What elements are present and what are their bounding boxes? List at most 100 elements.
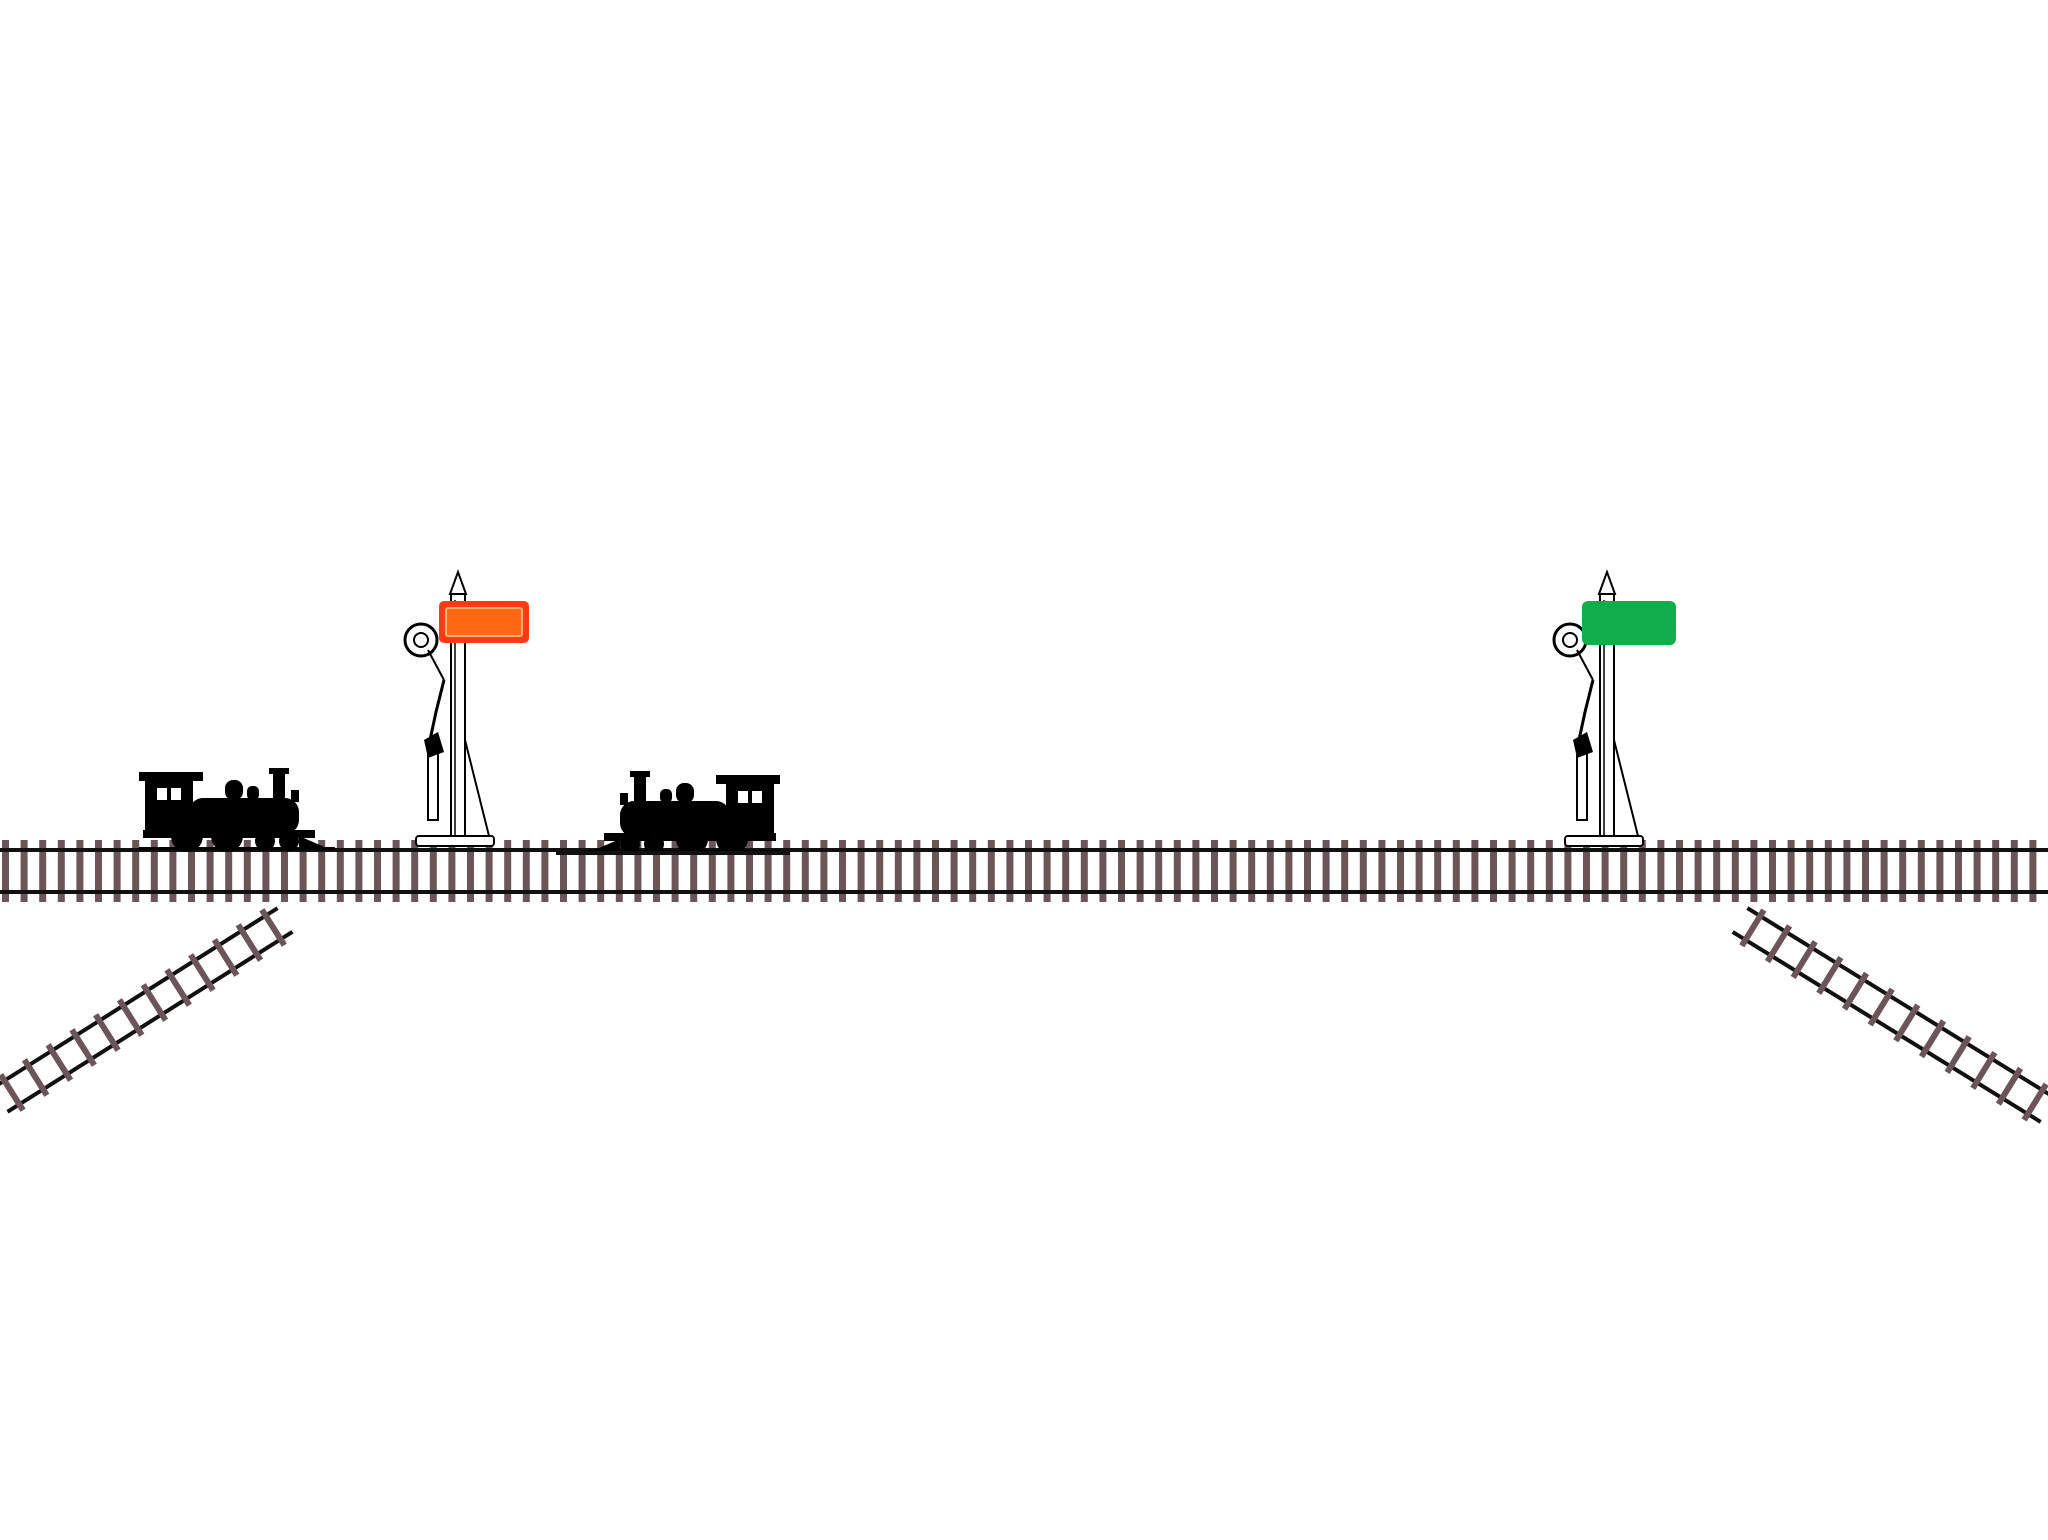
branch-sleeper <box>45 1043 74 1082</box>
signal-base <box>1564 835 1644 847</box>
track-sleeper <box>1136 840 1144 902</box>
track-sleeper <box>541 840 549 902</box>
track-sleeper <box>262 840 270 902</box>
track-sleeper <box>1322 840 1330 902</box>
track-sleeper <box>318 840 326 902</box>
track-sleeper <box>1062 840 1070 902</box>
branch-sleeper <box>2021 1082 2048 1122</box>
track-sleeper <box>1638 840 1646 902</box>
track-sleeper <box>560 840 567 902</box>
branch-sleeper <box>1816 955 1844 995</box>
track-sleeper <box>1099 840 1107 902</box>
track-sleeper <box>783 840 791 902</box>
branch-sleeper <box>235 923 264 962</box>
track-sleeper <box>225 840 233 902</box>
track-sleeper <box>76 840 84 902</box>
branch-sleeper <box>211 938 240 977</box>
track-sleeper <box>1341 840 1349 902</box>
track-sleeper <box>355 840 363 902</box>
track-sleeper <box>1025 840 1032 902</box>
track-sleeper <box>820 840 828 902</box>
track-sleeper <box>913 840 921 902</box>
track-sleeper <box>1564 840 1572 902</box>
track-sleeper <box>1452 840 1460 902</box>
signal-arm-inner-orange <box>445 607 523 637</box>
track-sleeper <box>634 840 642 902</box>
track-sleeper <box>1285 840 1293 902</box>
track-sleeper <box>1397 840 1404 902</box>
track-sleepers <box>2 840 2037 902</box>
track-sleeper <box>1006 840 1014 902</box>
branch-sleeper <box>93 1013 121 1052</box>
track-sleeper <box>1211 840 1218 902</box>
signal-base <box>415 835 495 847</box>
track-sleeper <box>708 840 716 902</box>
track-sleeper <box>1304 840 1311 902</box>
track-sleeper <box>1992 840 2000 902</box>
branch-sleeper <box>259 908 287 947</box>
track-sleeper <box>1359 840 1367 902</box>
track-sleeper <box>801 840 809 902</box>
track-sleeper <box>1676 840 1683 902</box>
track-sleeper <box>671 840 679 902</box>
steam-locomotive-middle <box>584 771 780 855</box>
branch-sleeper <box>1995 1066 2024 1106</box>
track-sleeper <box>2 840 9 902</box>
track-sleeper <box>485 840 493 902</box>
track-sleeper <box>504 840 512 902</box>
branch-rail <box>1731 930 2042 1124</box>
branch-rail <box>1746 906 2048 1096</box>
branch-sleeper <box>1764 924 1793 964</box>
upper-rail <box>0 848 2048 852</box>
track-sleeper <box>169 840 177 902</box>
signal-lamp <box>1552 622 1588 658</box>
track-sleeper <box>764 840 772 902</box>
track-sleeper <box>690 840 698 902</box>
branch-sleeper <box>1918 1019 1947 1059</box>
branch-sleeper <box>1893 1003 1921 1043</box>
track-sleeper <box>1769 840 1776 902</box>
signal-finial <box>1597 569 1617 595</box>
track-sleeper <box>374 840 381 902</box>
branch-sleeper <box>21 1058 50 1097</box>
track-sleeper <box>448 840 456 902</box>
track-sleeper <box>95 840 102 902</box>
track-sleeper <box>411 840 419 902</box>
track-sleeper <box>188 840 195 902</box>
branch-sleeper <box>1970 1050 1998 1090</box>
track-sleeper <box>39 840 47 902</box>
branch-sleeper <box>116 998 145 1037</box>
track-sleeper <box>1917 840 1925 902</box>
branch-sleeper <box>1841 971 1870 1011</box>
track-sleeper <box>1434 840 1442 902</box>
branch-sleeper <box>140 983 169 1022</box>
track-sleeper <box>1378 840 1386 902</box>
track-sleeper <box>2029 840 2037 902</box>
track-sleeper <box>1583 840 1590 902</box>
branch-rail <box>6 930 294 1114</box>
track-sleeper <box>1657 840 1665 902</box>
track-sleeper <box>932 840 939 902</box>
branch-sleeper <box>1790 940 1818 980</box>
track-sleeper <box>894 840 902 902</box>
track-sleeper <box>1713 840 1721 902</box>
track-sleeper <box>727 840 735 902</box>
track-sleeper <box>150 840 158 902</box>
branch-sleeper <box>164 968 192 1007</box>
track-sleeper <box>1415 840 1423 902</box>
track-sleeper <box>206 840 214 902</box>
track-sleeper <box>1508 840 1516 902</box>
branch-sleeper <box>69 1028 97 1067</box>
track-sleeper <box>1806 840 1814 902</box>
track-sleeper <box>615 840 623 902</box>
signal-arm-green <box>1582 601 1676 645</box>
track-sleeper <box>857 840 865 902</box>
branch-sleeper <box>188 953 216 992</box>
track-sleeper <box>392 840 400 902</box>
track-sleeper <box>243 840 251 902</box>
track-sleeper <box>597 840 605 902</box>
track-sleeper <box>1620 840 1628 902</box>
track-sleeper <box>1471 840 1479 902</box>
track-sleeper <box>1824 840 1832 902</box>
